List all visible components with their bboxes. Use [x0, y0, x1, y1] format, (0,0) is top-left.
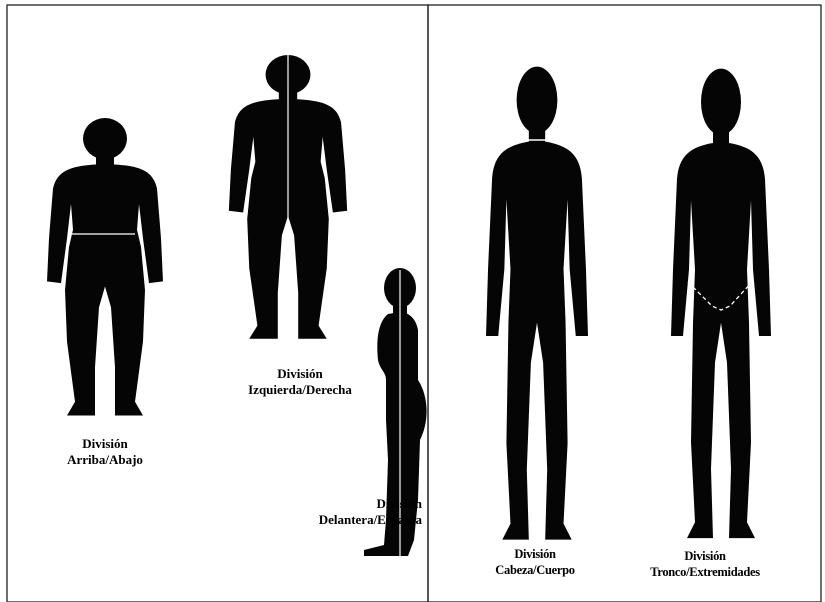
caption-head-body-line1: División	[470, 546, 600, 562]
caption-head-body-line2: Cabeza/Cuerpo	[470, 562, 600, 578]
caption-front-back: División Delantera/Espalda	[262, 496, 422, 528]
caption-left-right: División Izquierda/Derecha	[225, 366, 375, 398]
body-silhouette-front-top-bottom	[47, 118, 163, 416]
caption-left-right-line2: Izquierda/Derecha	[225, 382, 375, 398]
caption-top-bottom-line2: Arriba/Abajo	[40, 452, 170, 468]
caption-front-back-line1: División	[262, 496, 422, 512]
caption-top-bottom: División Arriba/Abajo	[40, 436, 170, 468]
caption-left-right-line1: División	[225, 366, 375, 382]
caption-head-body: División Cabeza/Cuerpo	[470, 546, 600, 578]
caption-trunk-limbs-line2: Tronco/Extremidades	[630, 564, 780, 580]
caption-front-back-line2: Delantera/Espalda	[262, 512, 422, 528]
caption-top-bottom-line1: División	[40, 436, 170, 452]
caption-trunk-limbs-line1: División	[630, 548, 780, 564]
body-silhouette-front-head-body	[486, 67, 588, 540]
body-silhouette-front-trunk-limbs	[671, 69, 771, 538]
caption-trunk-limbs: División Tronco/Extremidades	[630, 548, 780, 580]
